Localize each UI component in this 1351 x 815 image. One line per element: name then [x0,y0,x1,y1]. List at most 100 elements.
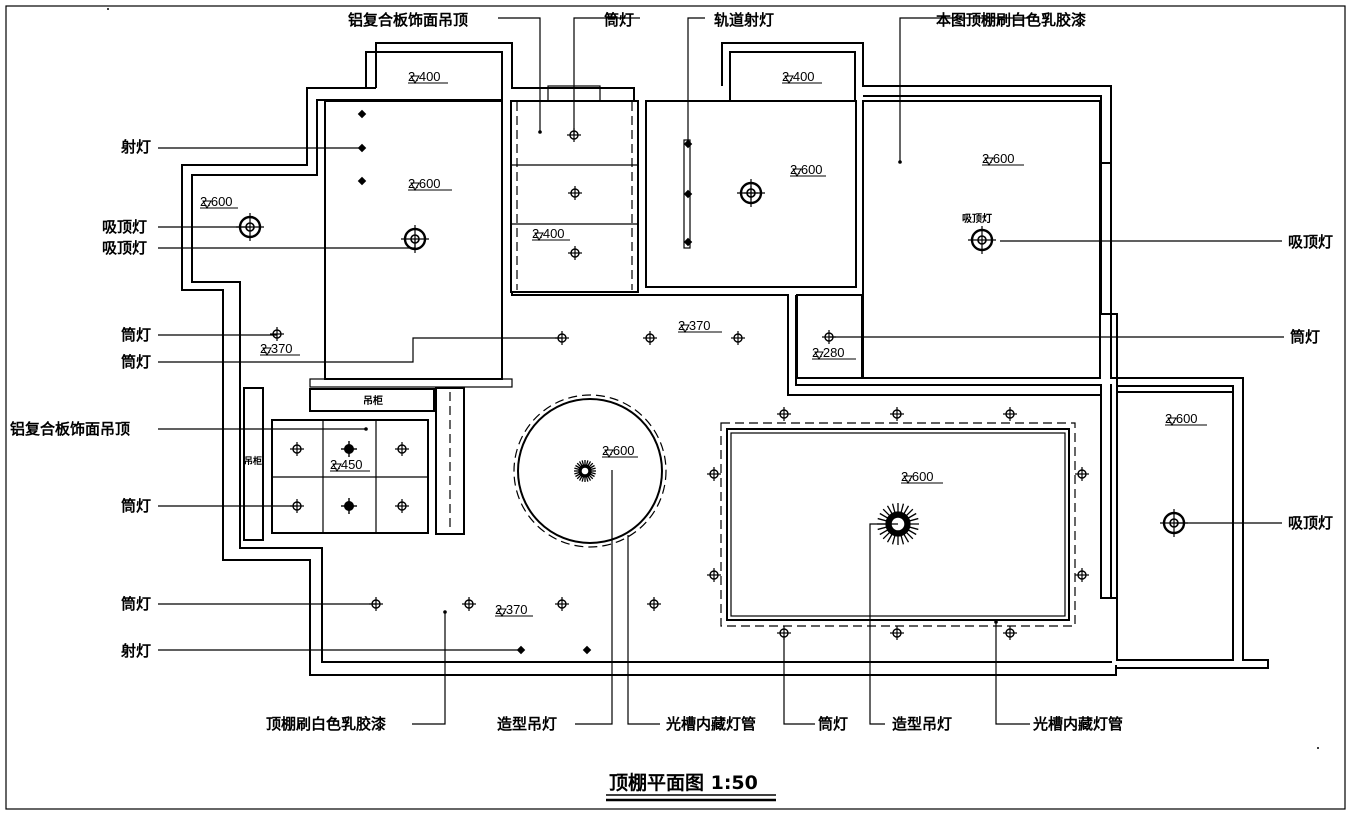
leader-dot [443,610,447,614]
elevation-2: 2.400 [782,69,815,84]
leader-line [687,17,705,142]
elevation-marker-icon [200,200,238,210]
downlight-icon [395,499,409,513]
leader-line [627,535,660,725]
spotlight-icon [683,189,693,199]
leader-line [158,239,416,249]
downlight-icon [707,467,721,481]
elevation-8: 2.370 [678,318,711,333]
downlight-icon [890,626,904,640]
label-pendant-1: 造型吊灯 [497,715,557,733]
label-track-spotlight: 轨道射灯 [714,11,774,29]
elevation-marker-icon [602,449,638,459]
downlight-icon [1075,467,1089,481]
label-downlight-1: 筒灯 [121,326,151,344]
elevation-10: 2.280 [812,345,845,360]
downlight-icon [555,597,569,611]
downlight-icon [1075,568,1089,582]
label-downlight-bottom: 筒灯 [818,715,848,733]
downlight-icon [647,597,661,611]
leader-line [412,612,446,725]
walls [181,42,1269,676]
label-aluminum-left: 铝复合板饰面吊顶 [10,420,130,438]
elevation-12: 2.600 [602,443,635,458]
elevation-9: 2.370 [260,341,293,356]
label-paint-note: 本图顶棚刷白色乳胶漆 [936,11,1086,29]
pendant-light-icon [574,460,596,482]
leader-line [899,17,1030,162]
elevation-marker-icon [495,608,533,618]
drawing-title: 顶棚平面图 1:50 [609,771,758,794]
downlight-icon [270,327,284,341]
elevation-6: 2.400 [532,226,565,241]
label-spotlight-1: 射灯 [120,138,151,156]
round-cove-outer [513,394,667,548]
leader-dot [994,620,998,624]
elevation-marker-icon [982,157,1024,167]
label-paint-bottom: 顶棚刷白色乳胶漆 [266,715,386,733]
ceiling-light-icon [968,226,996,254]
downlight-icon [1003,626,1017,640]
leader-dot [364,427,368,431]
leader-line [498,17,541,132]
label-cabinet-2: 吊柜 [244,455,262,467]
label-downlight-top: 筒灯 [604,11,634,29]
elevation-marker-icon [408,182,452,192]
downlight-icon [290,442,304,456]
elevation-15: 2.370 [495,602,528,617]
spotlight-icon [357,109,367,119]
elevation-5: 2.600 [790,162,823,177]
labels: 铝复合板饰面吊顶 筒灯 轨道射灯 本图顶棚刷白色乳胶漆 射灯 吸顶灯 吸顶灯 筒… [10,11,1333,794]
label-ceiling-light-1: 吸顶灯 [102,218,147,236]
leader-line [869,523,898,725]
label-spotlight-2: 射灯 [120,642,151,660]
elevation-marker-icon [901,475,943,485]
hanging-cabinet-1 [309,388,435,412]
bedroom-2-room [645,100,857,288]
label-ceiling-light-2: 吸顶灯 [102,239,147,257]
round-cove-ceiling [517,398,663,544]
elevation-marker-icon [1165,417,1207,427]
rect-cove-outer [720,422,1076,627]
spotlight-icon [357,176,367,186]
hanging-cabinet-2 [243,387,264,541]
rect-cove-ceiling [726,428,1070,621]
downlight-icon [731,331,745,345]
leader-dot [898,160,902,164]
elevation-3: 2.600 [408,176,441,191]
elevation-marker-icon [532,232,570,242]
elevation-11: 2.450 [330,457,363,472]
leader-line [575,470,613,725]
downlight-icon [643,331,657,345]
label-ceiling-light-r2: 吸顶灯 [1288,514,1333,532]
label-cove-1: 光槽内藏灯管 [665,715,756,733]
downlight-icon [568,186,582,200]
partitions [243,85,1234,802]
bedroom-1-room [324,100,503,380]
downlight-icon [890,407,904,421]
downlight-icon [341,441,357,457]
downlight-icon [462,597,476,611]
drawing-frame [5,5,1346,810]
spotlight-icon [683,237,693,247]
elevation-marker-icon [408,75,448,85]
leader-line [573,17,640,135]
leader-lines [158,17,1284,725]
leader-line [995,622,1030,725]
leader-line [158,337,562,363]
elevation-4: 2.600 [200,194,233,209]
label-downlight-4: 筒灯 [121,595,151,613]
label-pendant-2: 造型吊灯 [892,715,952,733]
label-cove-2: 光槽内藏灯管 [1032,715,1123,733]
label-inner-ceiling-light: 吸顶灯 [962,212,992,225]
downlight-icon [568,246,582,260]
downlight-icon [341,498,357,514]
downlight-icon [777,407,791,421]
downlight-icon [395,442,409,456]
downlight-icon [707,568,721,582]
leader-line [783,636,815,725]
label-downlight-3: 筒灯 [121,497,151,515]
elevation-marker-icon [790,168,826,178]
label-downlight-2: 筒灯 [121,353,151,371]
